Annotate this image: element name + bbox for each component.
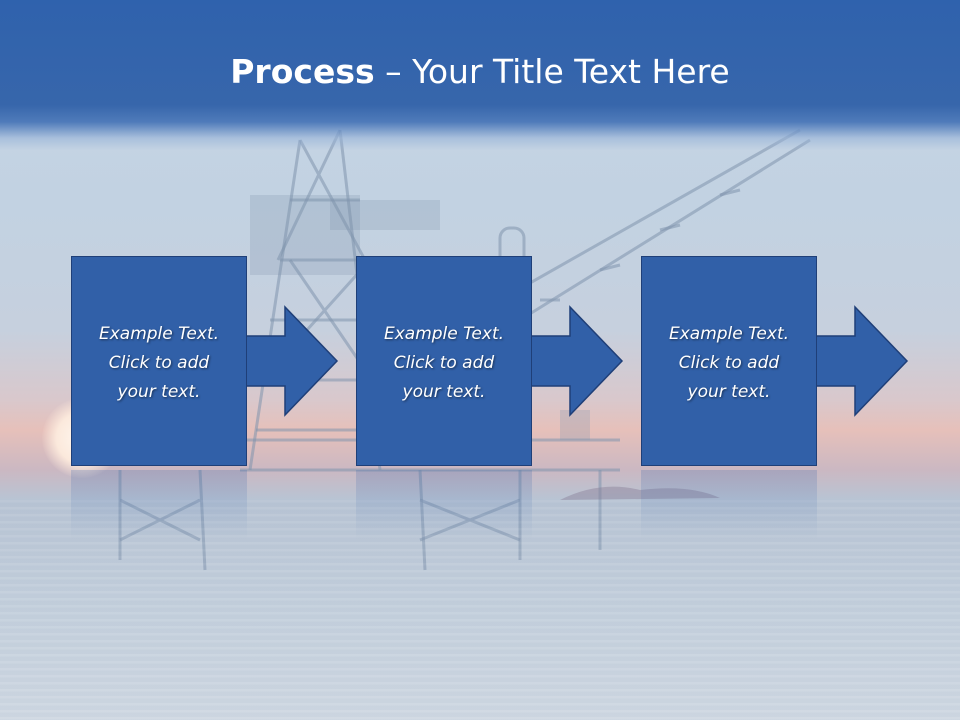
step-1-arrow-icon bbox=[242, 305, 339, 417]
step-2-arrow-icon bbox=[527, 305, 624, 417]
process-step-3-text: Example Text. Click to add your text. bbox=[668, 323, 790, 402]
slide-title-rest: – Your Title Text Here bbox=[374, 52, 730, 91]
sea-surface bbox=[0, 500, 960, 720]
step-3-arrow-icon bbox=[812, 305, 909, 417]
step-3-reflection bbox=[641, 470, 817, 540]
step-2-reflection bbox=[356, 470, 532, 540]
process-step-1[interactable]: Example Text. Click to add your text. bbox=[71, 256, 247, 466]
title-bar bbox=[0, 0, 960, 150]
process-step-2-text: Example Text. Click to add your text. bbox=[383, 323, 505, 402]
process-step-2[interactable]: Example Text. Click to add your text. bbox=[356, 256, 532, 466]
slide-title[interactable]: Process – Your Title Text Here bbox=[0, 52, 960, 91]
slide-title-bold: Process bbox=[230, 52, 375, 91]
process-step-3[interactable]: Example Text. Click to add your text. bbox=[641, 256, 817, 466]
step-1-reflection bbox=[71, 470, 247, 540]
process-step-1-text: Example Text. Click to add your text. bbox=[98, 323, 220, 402]
